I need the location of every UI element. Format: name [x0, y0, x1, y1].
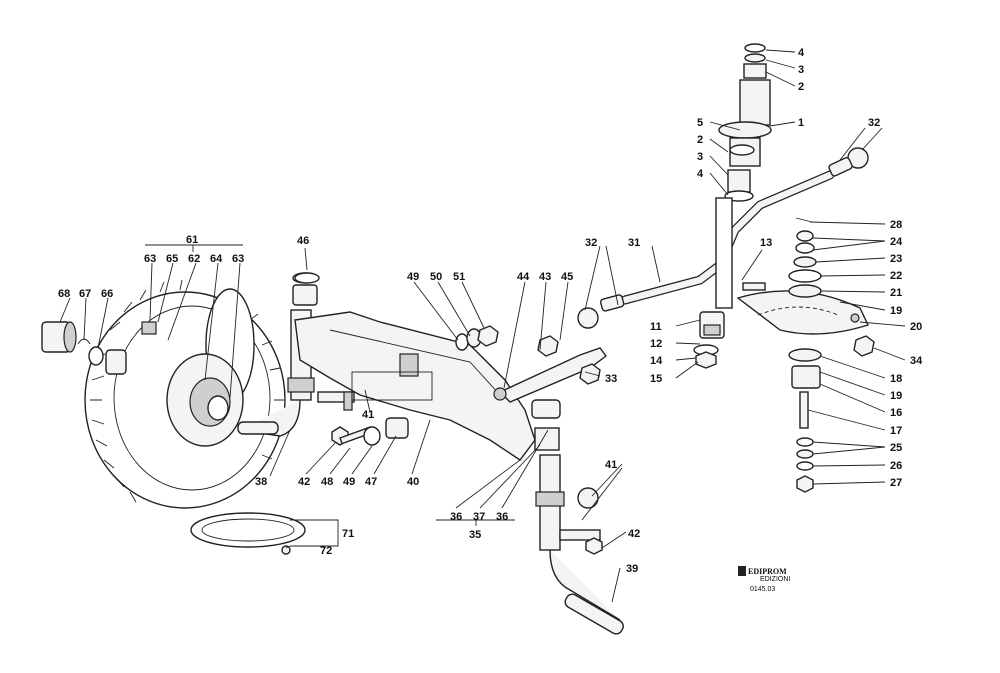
callout-32b: 32 [585, 237, 597, 249]
nut-washer-set [455, 325, 499, 351]
callout-41: 41 [362, 409, 374, 421]
sector-gear [736, 290, 869, 335]
callout-12: 12 [650, 338, 662, 350]
callout-47: 47 [365, 476, 377, 488]
callout-36: 36 [450, 511, 462, 523]
callout-38: 38 [255, 476, 267, 488]
wheel-hub-parts [41, 321, 157, 375]
callout-20: 20 [910, 321, 922, 333]
callout-63: 63 [144, 253, 156, 265]
callout-37: 37 [473, 511, 485, 523]
callout-49: 49 [407, 271, 419, 283]
callout-44: 44 [517, 271, 530, 283]
watermark-brand: EDIPROM [748, 567, 787, 576]
callout-15: 15 [650, 373, 662, 385]
callout-49b: 49 [343, 476, 355, 488]
callout-27: 27 [890, 477, 902, 489]
callout-65: 65 [166, 253, 178, 265]
steering-column [715, 43, 772, 309]
front-wheel [84, 279, 286, 509]
axle-bolt-set [331, 417, 409, 446]
callout-64: 64 [210, 253, 223, 265]
callout-31: 31 [628, 237, 640, 249]
callout-18: 18 [890, 373, 902, 385]
callout-13: 13 [760, 237, 772, 249]
callout-16: 16 [890, 407, 902, 419]
callout-3b: 3 [697, 151, 703, 163]
callout-19: 19 [890, 305, 902, 317]
callout-62: 62 [188, 253, 200, 265]
callout-32: 32 [868, 117, 880, 129]
callout-36b: 36 [496, 511, 508, 523]
callout-67: 67 [79, 288, 91, 300]
callout-43: 43 [539, 271, 551, 283]
callout-1: 1 [798, 117, 804, 129]
callout-39: 39 [626, 563, 638, 575]
callout-17: 17 [890, 425, 902, 437]
callout-41b: 41 [605, 459, 617, 471]
front-axle [294, 311, 536, 461]
callout-25: 25 [890, 442, 902, 454]
callout-23: 23 [890, 253, 902, 265]
callout-68: 68 [58, 288, 70, 300]
callout-2: 2 [798, 81, 804, 93]
callout-26: 26 [890, 460, 902, 472]
callout-4: 4 [798, 47, 805, 59]
callout-63b: 63 [232, 253, 244, 265]
callout-35: 35 [469, 529, 481, 541]
callout-61: 61 [186, 234, 198, 246]
callout-42b: 42 [628, 528, 640, 540]
watermark-sub: EDIZIONI [760, 576, 790, 583]
callout-48: 48 [321, 476, 333, 488]
callout-21: 21 [890, 287, 902, 299]
callout-33: 33 [605, 373, 617, 385]
watermark-code: 0145.03 [750, 586, 775, 593]
callout-66: 66 [101, 288, 113, 300]
callout-24: 24 [890, 236, 903, 248]
publisher-watermark: EDIPROM EDIZIONI 0145.03 [738, 566, 790, 593]
callout-4b: 4 [697, 168, 704, 180]
pinion-gear-set [693, 311, 725, 369]
callout-14: 14 [650, 355, 663, 367]
callout-45: 45 [561, 271, 573, 283]
wheel-cover-ring [190, 512, 306, 555]
callout-3: 3 [798, 64, 804, 76]
callout-40: 40 [407, 476, 419, 488]
drag-link [493, 335, 607, 403]
leader-lines [59, 49, 906, 603]
callout-50: 50 [430, 271, 442, 283]
callout-72: 72 [320, 545, 332, 557]
callout-46: 46 [297, 235, 309, 247]
callout-11: 11 [650, 321, 662, 333]
callout-2b: 2 [697, 134, 703, 146]
washer-46 [294, 272, 320, 284]
callout-34: 34 [910, 355, 923, 367]
callout-5: 5 [697, 117, 703, 129]
callout-42: 42 [298, 476, 310, 488]
callout-28: 28 [890, 219, 902, 231]
callout-71: 71 [342, 528, 354, 540]
callout-19b: 19 [890, 390, 902, 402]
right-spindle [531, 399, 624, 635]
callout-labels: 4 3 2 1 5 2 3 4 32 28 24 23 22 21 19 20 … [58, 47, 923, 575]
callout-22: 22 [890, 270, 902, 282]
callout-51: 51 [453, 271, 465, 283]
